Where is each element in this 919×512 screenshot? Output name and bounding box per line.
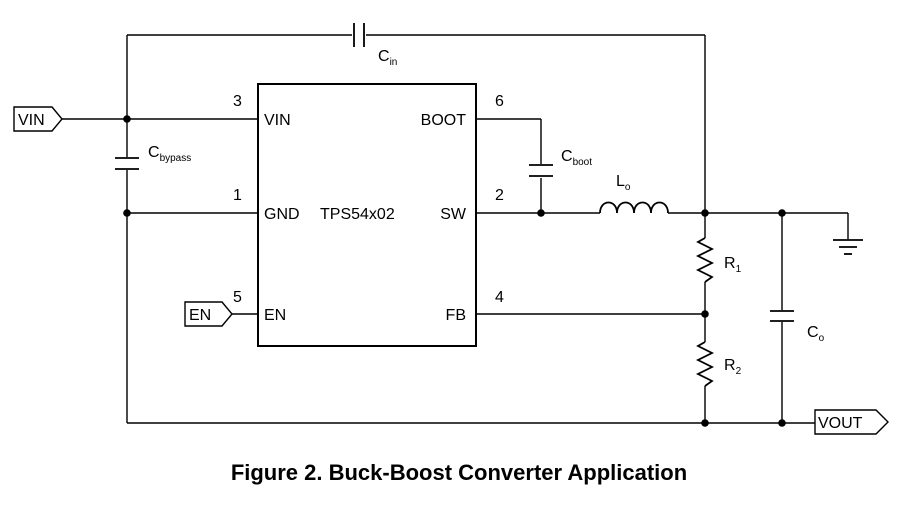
pin-fb-name: FB: [446, 307, 466, 324]
pin-en-name: EN: [264, 307, 286, 324]
ic-name: TPS54x02: [320, 206, 395, 223]
pin-sw-number: 2: [495, 187, 504, 204]
svg-text:EN: EN: [189, 307, 211, 324]
co-label: Co: [807, 324, 825, 344]
cboot-label: Cboot: [561, 148, 592, 168]
ground-icon: [833, 239, 863, 255]
cboot-capacitor: [529, 164, 553, 177]
vin-port: VIN: [13, 106, 63, 132]
pin-boot-number: 6: [495, 93, 504, 110]
pin-fb-number: 4: [495, 289, 504, 306]
cbypass-label: Cbypass: [148, 144, 191, 164]
vout-port: VOUT: [814, 409, 889, 435]
ic-body: [257, 83, 477, 347]
r1-label: R1: [724, 255, 742, 275]
lo-label: Lo: [616, 173, 631, 193]
cin-capacitor: [353, 23, 365, 47]
r2-resistor: [695, 341, 715, 387]
r1-resistor: [695, 237, 715, 283]
cbypass-capacitor: [115, 157, 139, 170]
svg-text:VIN: VIN: [18, 112, 45, 129]
co-capacitor: [770, 310, 794, 322]
cin-label: Cin: [378, 48, 397, 68]
figure-caption: Figure 2. Buck-Boost Converter Applicati…: [231, 460, 687, 485]
pin-vin-name: VIN: [264, 112, 291, 129]
pin-gnd-number: 1: [233, 187, 242, 204]
pin-en-number: 5: [233, 289, 242, 306]
junction-dots: [123, 115, 786, 427]
pin-boot-name: BOOT: [421, 112, 467, 129]
en-port: EN: [184, 301, 233, 327]
pin-gnd-name: GND: [264, 206, 300, 223]
pin-sw-name: SW: [440, 206, 467, 223]
wires: [62, 34, 849, 424]
svg-text:VOUT: VOUT: [818, 415, 863, 432]
lo-inductor: [599, 201, 669, 214]
pin-vin-number: 3: [233, 93, 242, 110]
r2-label: R2: [724, 357, 742, 377]
